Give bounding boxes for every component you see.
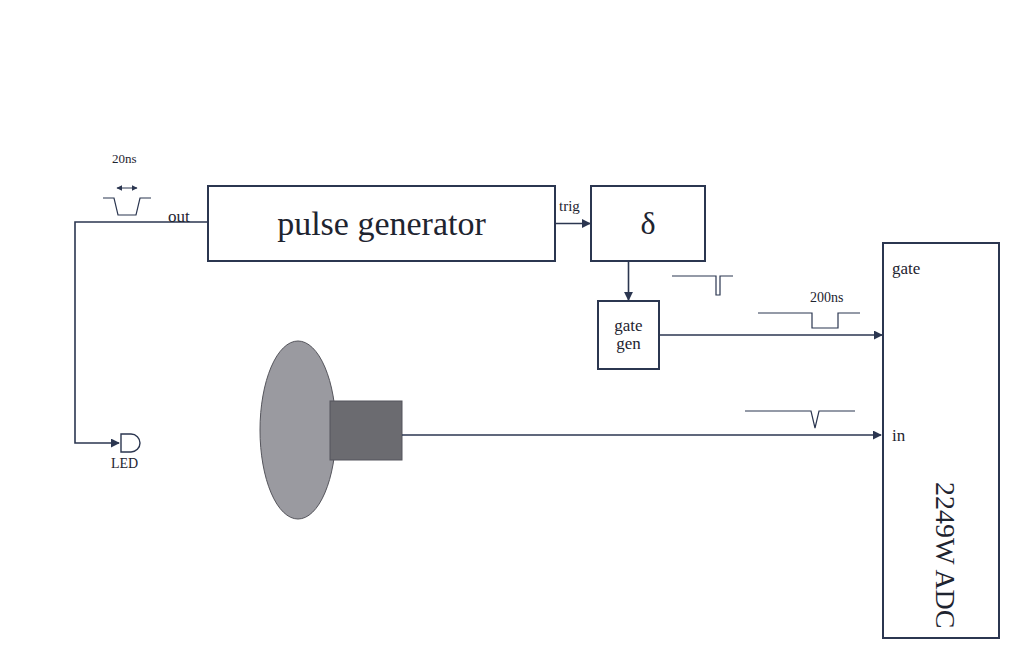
trigger-waveform bbox=[672, 276, 733, 295]
pulse-waveform bbox=[103, 198, 151, 215]
pmt-body bbox=[330, 401, 402, 460]
signal-arrow bbox=[556, 223, 590, 225]
port-label: out bbox=[168, 208, 190, 227]
width-arrow bbox=[117, 188, 137, 189]
signal-arrow bbox=[628, 262, 630, 300]
signal-wire bbox=[402, 434, 881, 436]
delay-box: δ bbox=[590, 185, 706, 262]
gate-generator-box: gate gen bbox=[597, 300, 660, 370]
process-box: pulse generator bbox=[207, 185, 556, 262]
port-label: trig bbox=[559, 198, 580, 215]
pmt-window bbox=[260, 341, 336, 519]
led-symbol bbox=[121, 434, 140, 452]
device-name: 2249W ADC bbox=[931, 482, 960, 629]
signal-arrow bbox=[660, 334, 882, 336]
component-label: LED bbox=[111, 456, 138, 471]
led-wire bbox=[75, 222, 207, 443]
pin-label: in bbox=[892, 427, 905, 445]
pulse-width: 20ns bbox=[112, 152, 137, 166]
gate-width: 200ns bbox=[810, 290, 843, 305]
adc-box: gate in 2249W ADC bbox=[882, 242, 1000, 639]
signal-waveform bbox=[745, 411, 855, 428]
box-label: δ bbox=[640, 207, 655, 241]
pin-label: gate bbox=[892, 260, 920, 278]
box-label: pulse generator bbox=[277, 206, 486, 242]
gate-waveform bbox=[758, 313, 860, 328]
box-label: gate gen bbox=[614, 317, 642, 353]
